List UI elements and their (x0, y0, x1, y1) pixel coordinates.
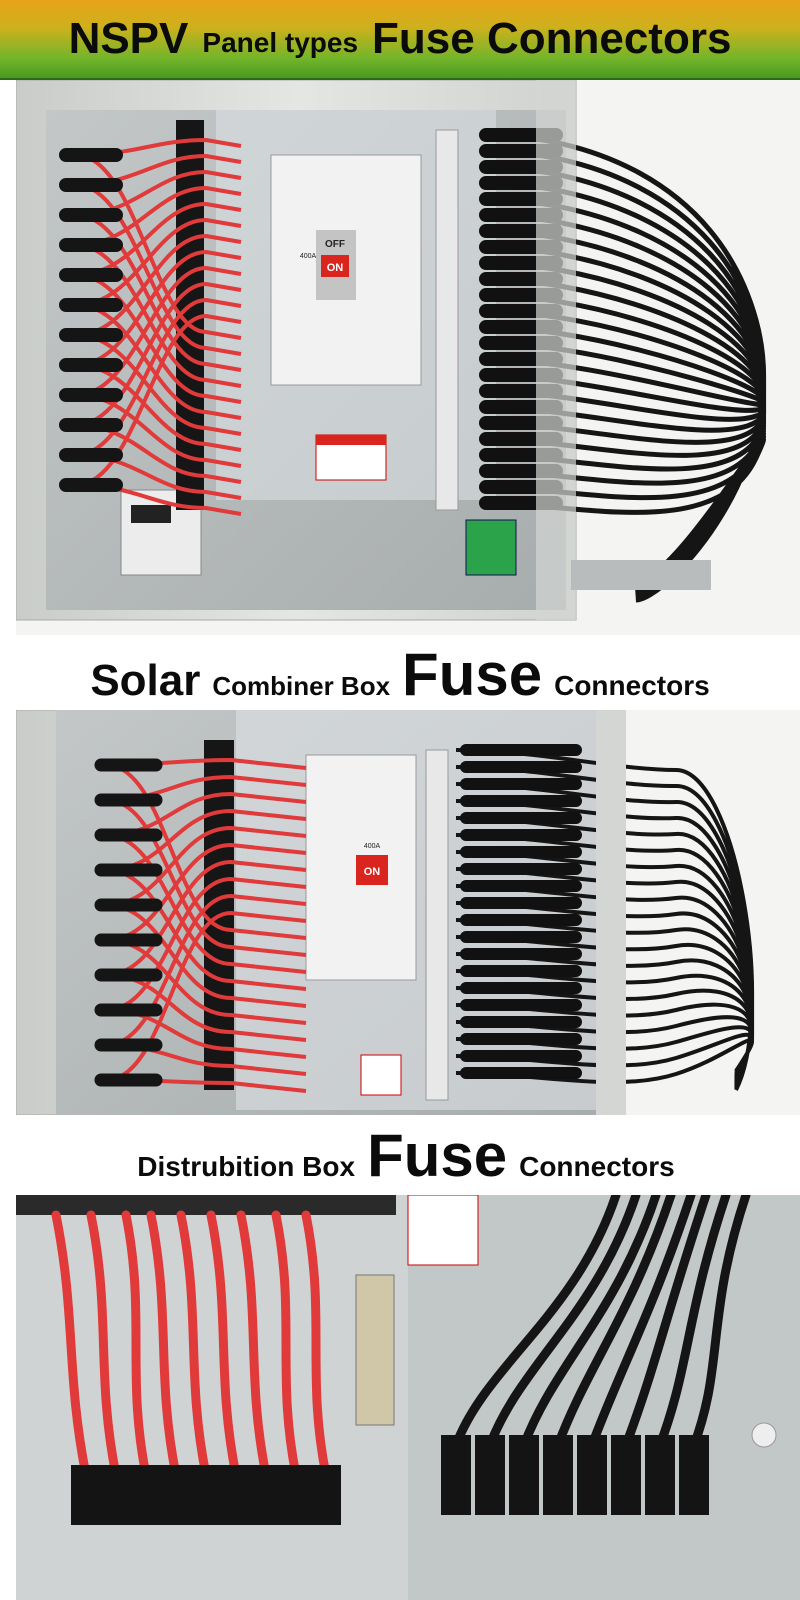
caption-fuse: Fuse (402, 641, 543, 708)
caption-combiner-box: Combiner Box (212, 671, 391, 701)
black-cable-bundle (455, 748, 755, 1091)
banner-brand: NSPV (68, 14, 189, 63)
cable-glands (71, 1435, 709, 1525)
caption-fuse: Fuse (367, 1122, 508, 1189)
black-side-connectors (460, 744, 582, 1079)
caption-connectors: Connectors (554, 670, 710, 701)
red-cable-bundle (75, 137, 242, 516)
black-cable-bundle (485, 132, 766, 603)
black-side-connectors (479, 128, 563, 510)
fuse-rail (16, 1195, 396, 1215)
breaker-on-label: ON (364, 866, 381, 878)
caption-solar: Solar (90, 656, 201, 705)
caption-connectors: Connectors (519, 1151, 675, 1182)
breaker-on-label: ON (327, 262, 344, 274)
left-backplate (16, 1195, 408, 1600)
red-cable-bundle (105, 757, 307, 1093)
solar-combiner-caption: Solar Combiner Box Fuse Connectors (0, 640, 800, 710)
breaker-off-label: OFF (325, 239, 345, 250)
terminal-block (465, 519, 517, 576)
busbar (435, 129, 459, 511)
breaker-rating: 400A (300, 253, 317, 260)
red-side-connectors (94, 758, 163, 1087)
enclosure-door-edge (596, 710, 626, 1115)
red-cable-bundle (51, 1210, 331, 1480)
busbar (425, 749, 449, 1101)
distribution-box-photo: ON 400A (16, 710, 800, 1115)
grounding-bolt (751, 1422, 777, 1448)
banner-title: Fuse Connectors (372, 14, 732, 63)
banner-subtitle: Panel types (202, 27, 359, 58)
black-cable-bundle (451, 1195, 751, 1450)
connector-closeup-photo (16, 1195, 800, 1600)
solar-combiner-box-photo: ON OFF 400A (16, 80, 800, 635)
title-banner: NSPV Panel types Fuse Connectors (0, 0, 800, 80)
distribution-box-caption: Distrubition Box Fuse Connectors (0, 1118, 800, 1194)
enclosure-door-edge (536, 80, 576, 620)
caption-distribution-box: Distrubition Box (137, 1151, 356, 1182)
red-side-connectors (59, 148, 123, 492)
mounting-bracket (571, 560, 711, 590)
warning-label (360, 1054, 402, 1096)
warning-label (407, 1195, 479, 1266)
breaker-rating: 400A (364, 843, 381, 850)
terminal-strip (355, 1274, 395, 1426)
